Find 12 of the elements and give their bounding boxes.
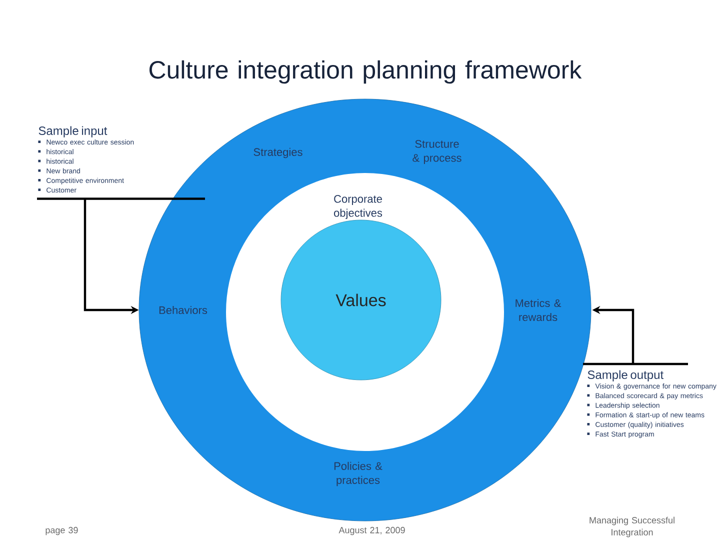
ring-label: Behaviors (159, 306, 208, 314)
list-heading: Sample output (588, 370, 664, 382)
footer-text: page 39 (46, 526, 78, 536)
footer-text: Managing Successful Integration (590, 516, 674, 538)
ring-label: Structure & process (412, 140, 462, 164)
list-heading: Sample input (38, 126, 108, 138)
ring-label: Corporate objectives (334, 195, 382, 219)
title: Culture integration planning framework (150, 60, 582, 84)
ring-label: Metrics & rewards (516, 298, 562, 322)
ring-label: Strategies (254, 148, 302, 158)
ring-label: Policies & practices (334, 462, 382, 486)
footer-text: August 21, 2009 (338, 526, 405, 536)
